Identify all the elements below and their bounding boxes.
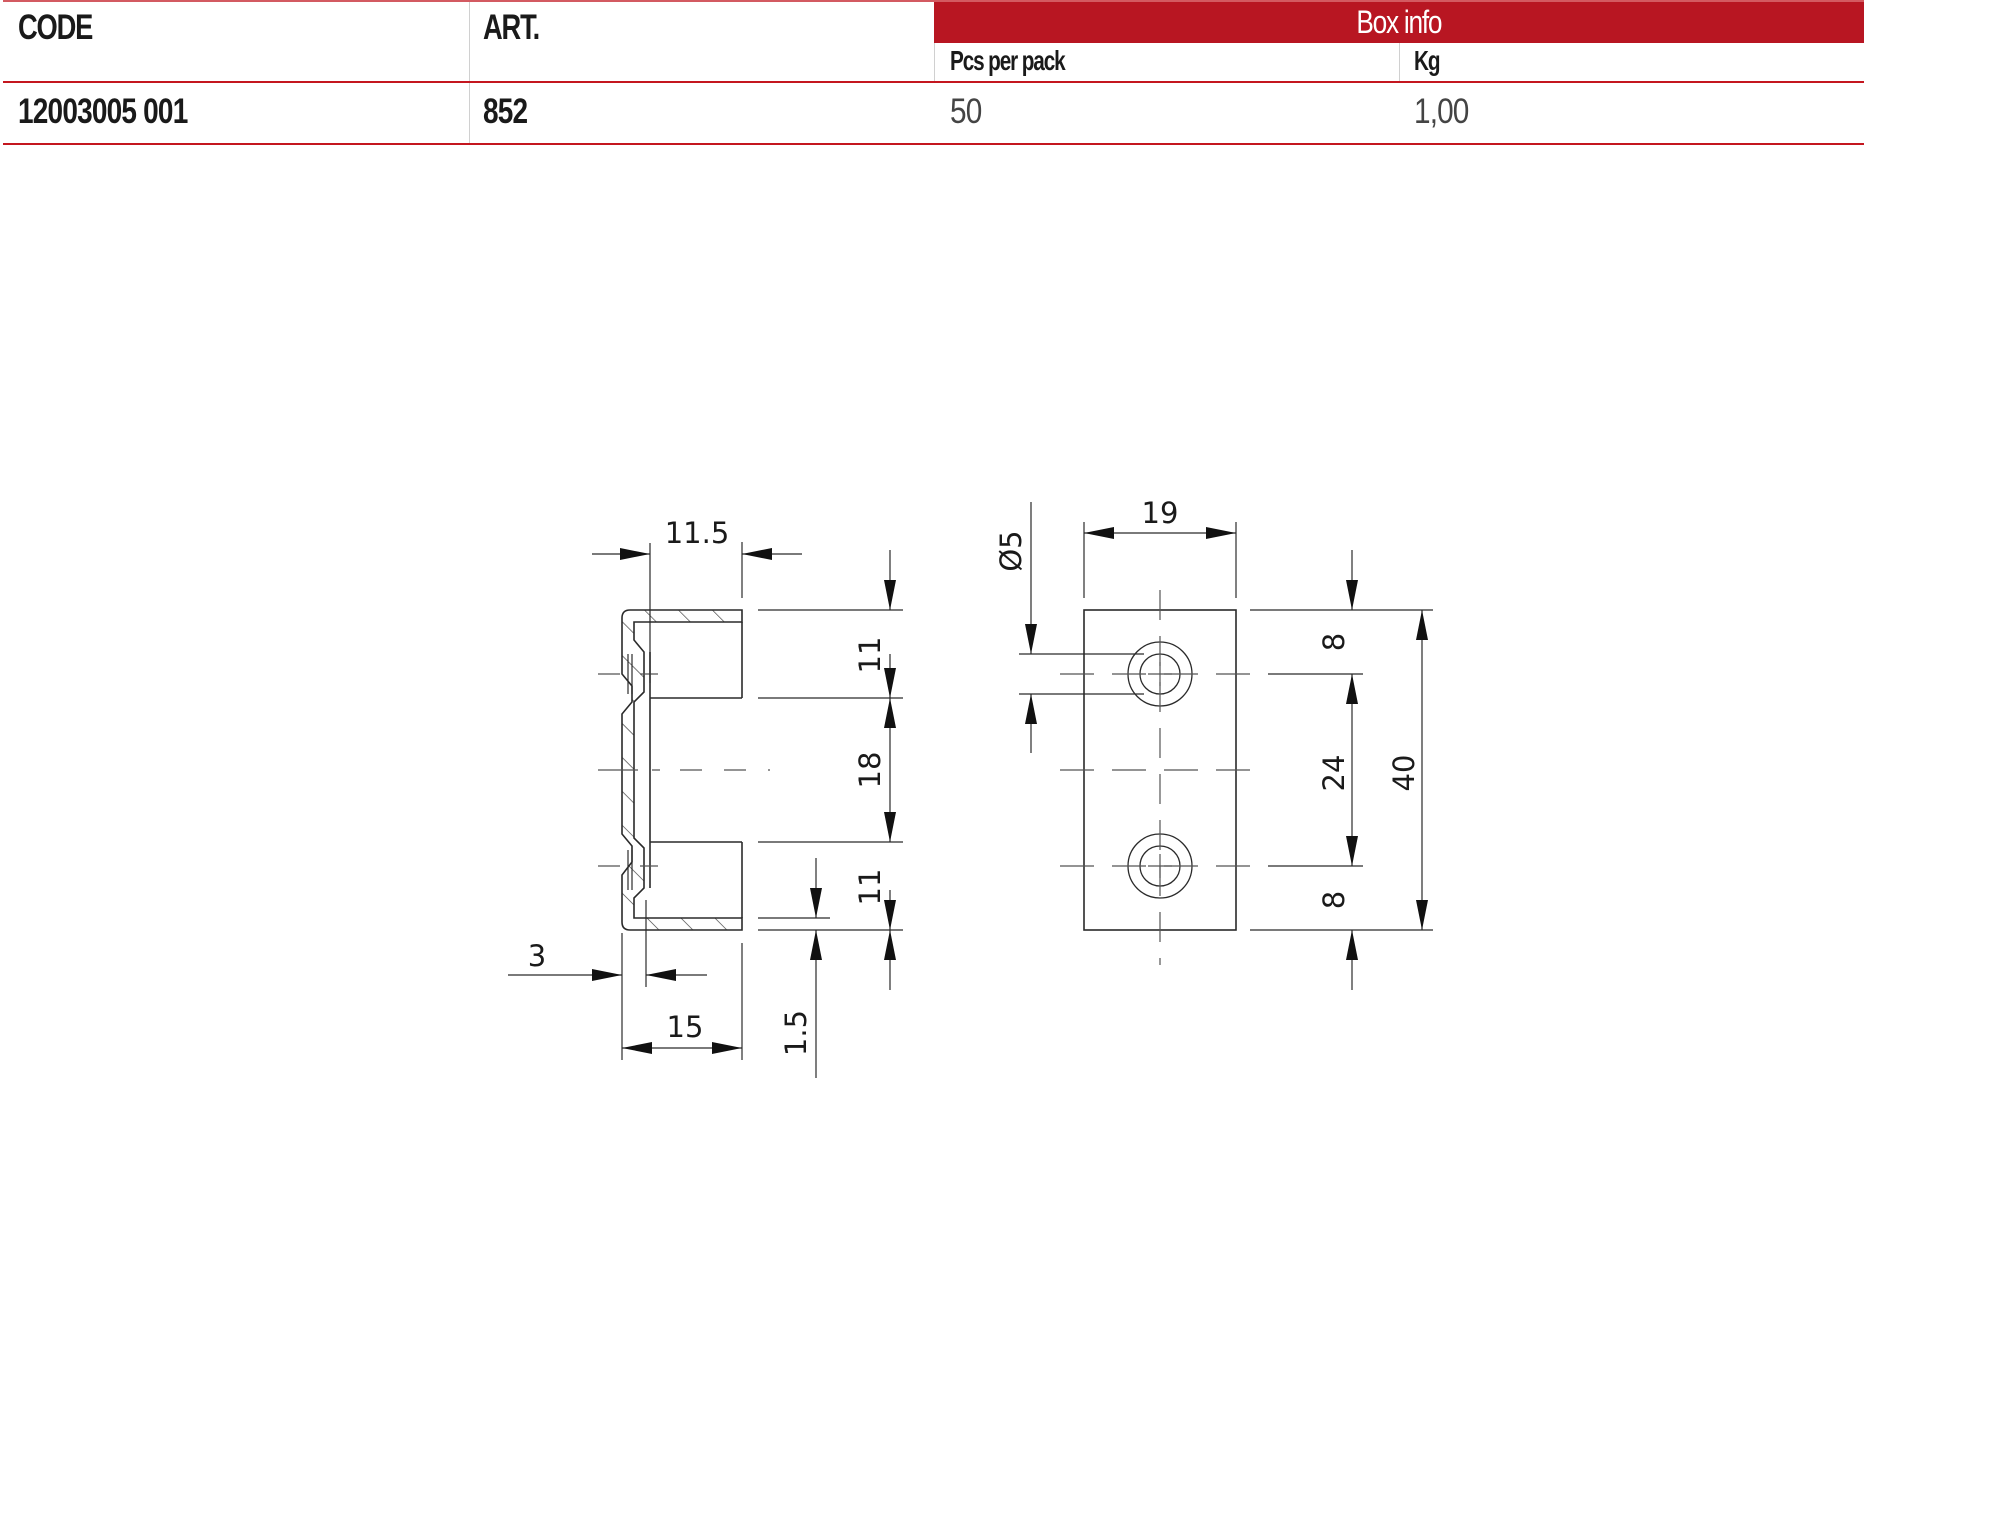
cell-pcs-per-pack: 50	[950, 92, 982, 131]
header-kg: Kg	[1414, 45, 1441, 76]
box-info-label: Box info	[1356, 4, 1443, 40]
dim-bottom-offset: 8	[1317, 891, 1351, 909]
dim-hole-spacing: 24	[1317, 755, 1351, 792]
dim-top-slot: 11	[853, 637, 887, 674]
box-info-header: Box info	[934, 2, 1864, 43]
dim-sheet-thickness: 1.5	[779, 1010, 813, 1056]
center-lines	[1060, 590, 1255, 965]
dim-overall-height: 40	[1387, 755, 1421, 792]
header-bottom-rule	[3, 81, 1864, 83]
column-divider-code-art	[469, 2, 470, 143]
dim-width: 19	[1142, 496, 1179, 530]
dim-hole-diameter: Ø5	[994, 530, 1028, 571]
dim-middle: 18	[853, 752, 887, 789]
dim-wall-thickness: 3	[528, 939, 546, 973]
side-view-dimension-labels: 11.5 11 18 11 1.5 3 15	[528, 516, 887, 1056]
spec-table: Box info CODE ART. Pcs per pack Kg 12003…	[3, 0, 1864, 146]
dim-bottom-slot: 11	[853, 869, 887, 906]
section-hatch-area	[621, 609, 743, 931]
side-section-view	[598, 609, 770, 931]
cell-kg: 1,00	[1414, 92, 1469, 131]
front-view-dimensions	[1019, 502, 1433, 990]
side-view-dimensions	[508, 542, 903, 1078]
header-pcs-per-pack: Pcs per pack	[950, 45, 1066, 76]
dim-top-offset: 8	[1317, 633, 1351, 651]
table-top-rule	[3, 0, 1864, 2]
front-view-dimension-labels: 19 Ø5 8 24 8 40	[994, 496, 1421, 909]
dim-overall-depth: 15	[667, 1010, 704, 1044]
table-bottom-rule	[3, 143, 1864, 145]
dim-flange-depth: 11.5	[665, 516, 730, 550]
header-art: ART.	[483, 8, 540, 47]
cell-code: 12003005 001	[18, 92, 188, 131]
header-code: CODE	[18, 8, 93, 47]
front-view	[1060, 590, 1255, 965]
cell-art: 852	[483, 92, 528, 131]
column-divider-art-pcs	[934, 43, 935, 81]
column-divider-pcs-kg	[1399, 43, 1400, 81]
